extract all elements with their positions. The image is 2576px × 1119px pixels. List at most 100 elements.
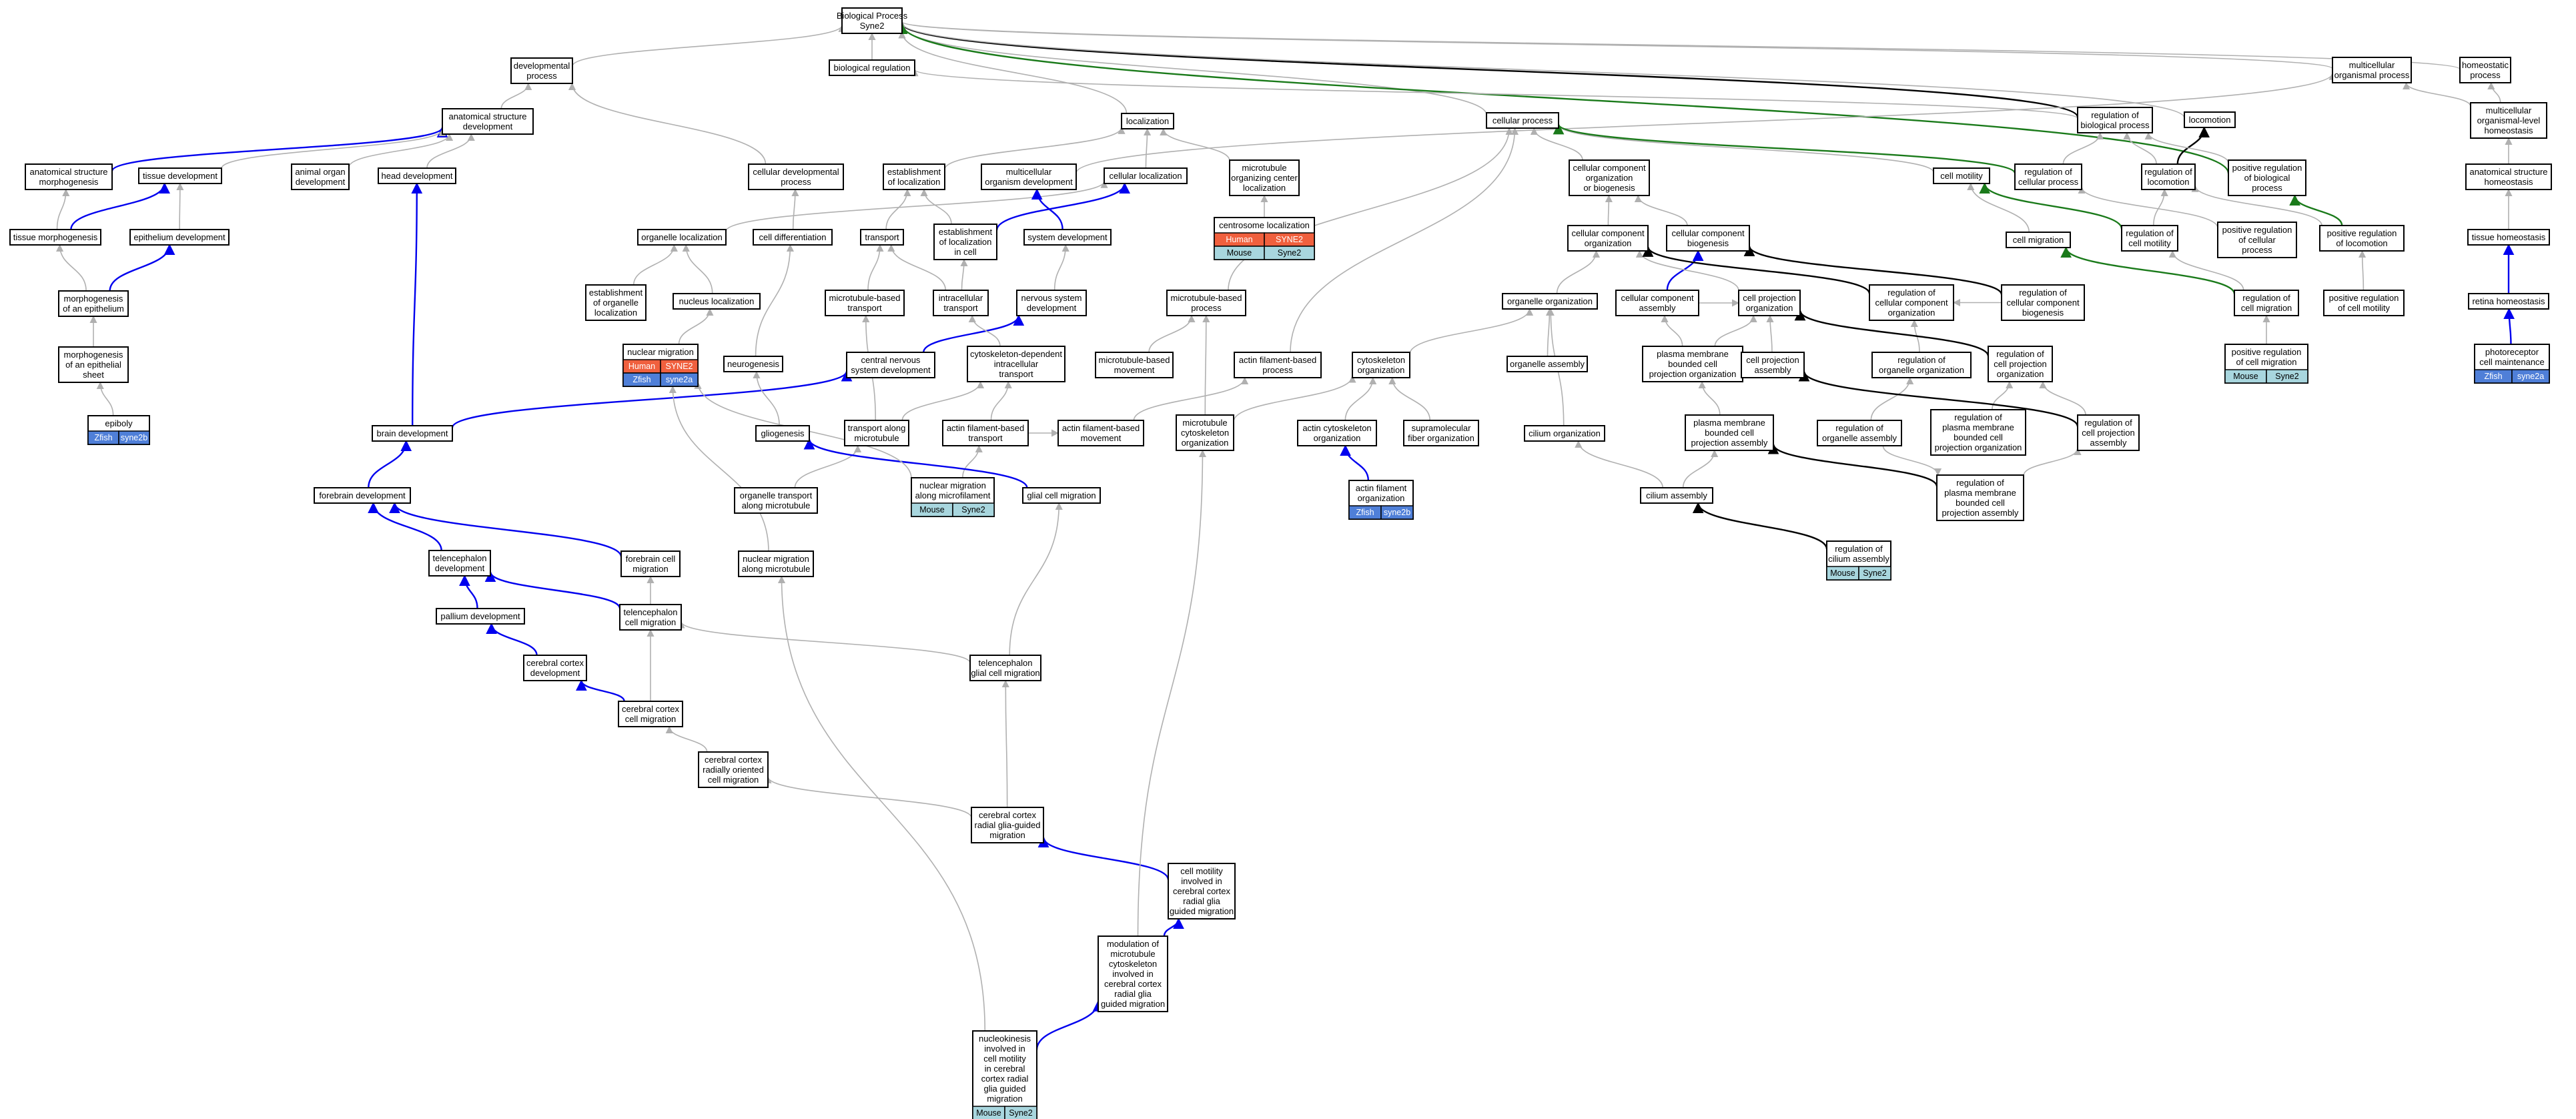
go-term-node-localization[interactable]: localization: [1121, 113, 1174, 129]
go-term-node-tissuemorph[interactable]: tissue morphogenesis: [9, 229, 101, 246]
go-term-node-orgorg[interactable]: organelle organization: [1502, 293, 1598, 310]
go-term-node-nucloc[interactable]: nucleus localization: [673, 293, 761, 310]
go-term-node-cellloc[interactable]: cellular localization: [1104, 167, 1188, 184]
go-term-node-ciliumassembly[interactable]: cilium assembly: [1640, 487, 1713, 504]
go-term-node-cellproc[interactable]: cellular process: [1486, 112, 1559, 129]
go-term-node-cdit[interactable]: cytoskeleton-dependentintracellulartrans…: [967, 346, 1065, 382]
go-term-node-bioreg[interactable]: biological regulation: [829, 59, 915, 76]
go-term-node-tissuehomeo[interactable]: tissue homeostasis: [2467, 229, 2550, 246]
go-term-node-neurogen[interactable]: neurogenesis: [723, 356, 783, 372]
go-term-node-ciliumorg[interactable]: cilium organization: [1524, 425, 1605, 442]
go-term-node-gliogen[interactable]: gliogenesis: [755, 425, 810, 442]
go-term-node-orgassembly[interactable]: organelle assembly: [1507, 356, 1588, 372]
go-term-node-modmt[interactable]: modulation ofmicrotubulecytoskeletoninvo…: [1098, 936, 1168, 1012]
go-term-node-cellmot[interactable]: cell motility: [1933, 167, 1990, 184]
go-term-node-forebraindev[interactable]: forebrain development: [314, 487, 411, 504]
go-term-node-cellmig[interactable]: cell migration: [2006, 232, 2071, 248]
go-term-node-headdev[interactable]: head development: [378, 167, 456, 184]
go-term-node-sysdev[interactable]: system development: [1023, 229, 1112, 246]
go-term-node-locomotion[interactable]: locomotion: [2184, 111, 2236, 128]
go-term-node-retinahomeo[interactable]: retina homeostasis: [2468, 293, 2549, 310]
go-term-node-braindev[interactable]: brain development: [372, 425, 453, 442]
go-term-node-palliumdev[interactable]: pallium development: [436, 608, 525, 625]
go-term-node-glialmig[interactable]: glial cell migration: [1022, 487, 1101, 504]
go-term-node-tissuedev[interactable]: tissue development: [138, 167, 222, 184]
go-term-node-transport[interactable]: transport: [860, 229, 904, 246]
